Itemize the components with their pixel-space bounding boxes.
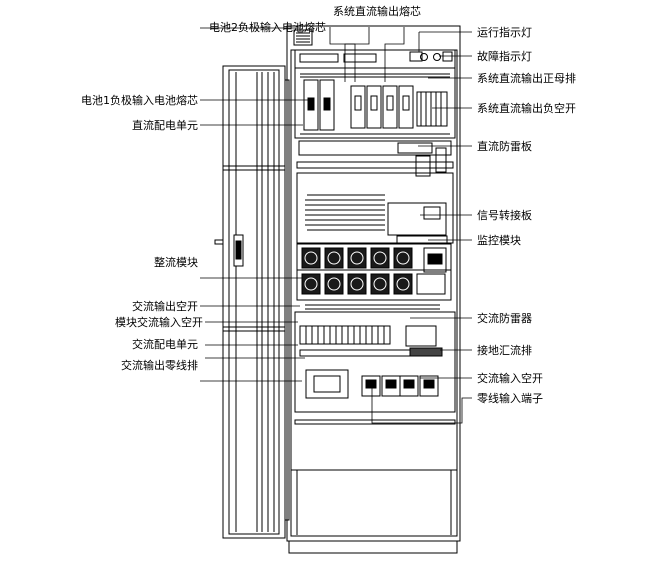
labels-left: 电池2负极输入电池熔芯电池1负极输入电池熔芯直流配电单元整流模块交流输出空开模块…	[81, 20, 326, 372]
fault-indicator-light	[433, 53, 441, 61]
label-signal-adapter-board: 信号转接板	[477, 208, 532, 222]
label-module-ac-input-breaker: 模块交流输入空开	[115, 315, 203, 329]
label-ac-distribution-unit: 交流配电单元	[132, 337, 198, 351]
door-handle	[214, 234, 244, 267]
label-dc-distribution-unit: 直流配电单元	[132, 118, 198, 132]
run-indicator-light	[420, 53, 428, 61]
rectifier-module-area	[296, 243, 452, 310]
leader-lines	[200, 27, 472, 424]
label-sys-dc-neg-breaker: 系统直流输出负空开	[477, 101, 576, 115]
label-dc-surge-board: 直流防雷板	[477, 139, 532, 153]
label-ground-busbar: 接地汇流排	[477, 343, 532, 357]
label-sys-dc-out-fuse: 系统直流输出熔芯	[333, 4, 421, 18]
label-battery1-neg-fuse: 电池1负极输入电池熔芯	[81, 93, 198, 107]
label-fault-indicator: 故障指示灯	[477, 49, 532, 63]
label-ac-output-neutral-bar: 交流输出零线排	[121, 358, 198, 372]
cabinet-body	[286, 25, 461, 554]
label-monitor-module: 监控模块	[477, 233, 521, 247]
vent-slot-area	[296, 161, 454, 244]
dc-distribution-area	[294, 67, 456, 139]
ac-distribution-area	[294, 311, 456, 413]
top-vent	[293, 29, 313, 46]
label-ac-input-breaker: 交流输入空开	[477, 371, 543, 385]
label-run-indicator: 运行指示灯	[477, 25, 532, 39]
label-battery2-neg-fuse: 电池2负极输入电池熔芯	[209, 20, 326, 34]
signal-monitor-area	[387, 202, 448, 273]
cabinet-door	[222, 65, 290, 539]
label-sys-dc-pos-busbar: 系统直流输出正母排	[477, 71, 576, 85]
label-rectifier-module: 整流模块	[154, 255, 198, 269]
labels-right: 系统直流输出熔芯运行指示灯故障指示灯系统直流输出正母排系统直流输出负空开直流防雷…	[333, 4, 576, 405]
label-ac-surge-protector: 交流防雷器	[477, 311, 532, 325]
label-ac-output-breaker: 交流输出空开	[132, 299, 198, 313]
label-neutral-input-terminal: 零线输入端子	[477, 391, 543, 405]
dc-surge-area	[298, 140, 452, 177]
